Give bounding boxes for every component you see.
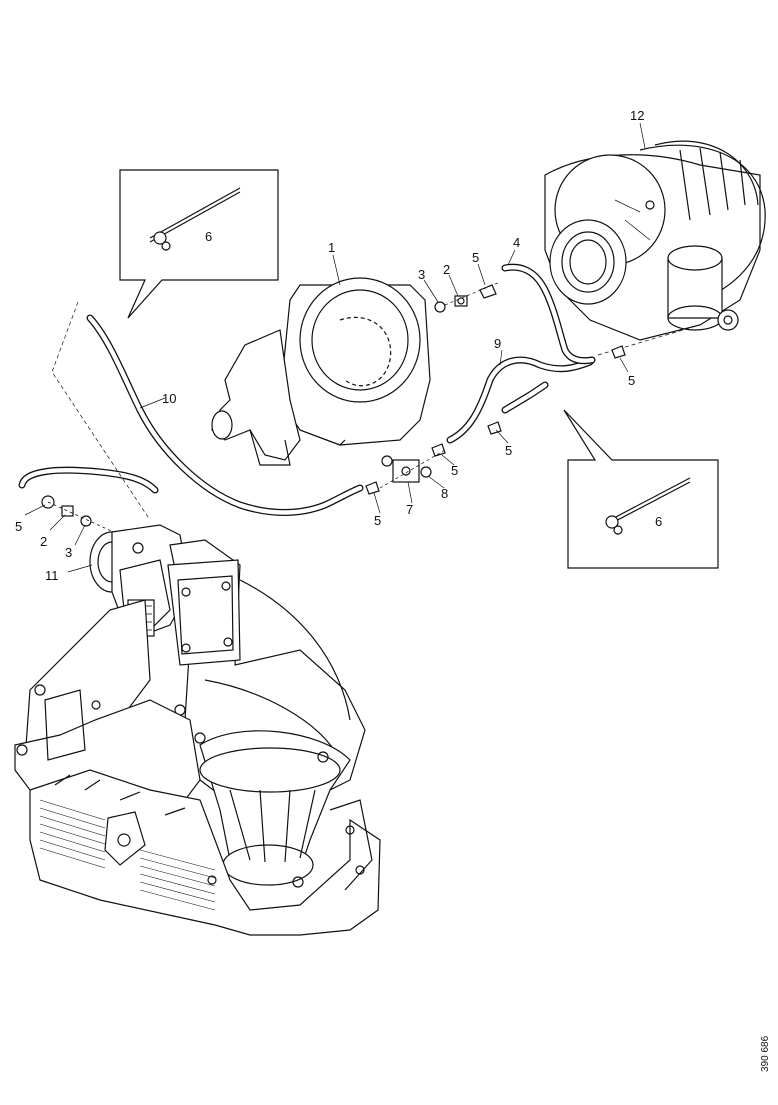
cooling-fins xyxy=(39,799,216,911)
detail-inset-top-left xyxy=(119,169,279,319)
label-part-5: 5 xyxy=(451,463,458,478)
label-part-5: 5 xyxy=(628,373,635,388)
turbocharger xyxy=(544,140,766,341)
label-part-2: 2 xyxy=(443,262,450,277)
label-part-3: 3 xyxy=(65,545,72,560)
label-part-1: 1 xyxy=(328,240,335,255)
intake-housing xyxy=(211,277,431,466)
label-part-5: 5 xyxy=(15,519,22,534)
label-part-6: 6 xyxy=(205,229,212,244)
label-part-10: 10 xyxy=(162,391,176,406)
label-part-4: 4 xyxy=(513,235,520,250)
label-part-9: 9 xyxy=(494,336,501,351)
label-part-3: 3 xyxy=(418,267,425,282)
detail-inset-right xyxy=(563,409,719,569)
label-part-5: 5 xyxy=(472,250,479,265)
label-part-8: 8 xyxy=(441,486,448,501)
label-part-2: 2 xyxy=(40,534,47,549)
label-part-5: 5 xyxy=(505,443,512,458)
leader-lines xyxy=(24,122,646,573)
label-part-6: 6 xyxy=(655,514,662,529)
hoses xyxy=(18,263,701,521)
drawing-number: 390 686 xyxy=(760,1035,771,1072)
part-labels: 1 2 3 5 4 12 6 6 9 5 5 5 8 7 5 10 5 2 3 … xyxy=(15,108,662,583)
label-part-5: 5 xyxy=(374,513,381,528)
label-part-12: 12 xyxy=(630,108,644,123)
intake-manifold xyxy=(14,539,381,936)
label-part-11: 11 xyxy=(45,568,59,583)
fittings xyxy=(41,281,626,536)
label-part-7: 7 xyxy=(406,502,413,517)
